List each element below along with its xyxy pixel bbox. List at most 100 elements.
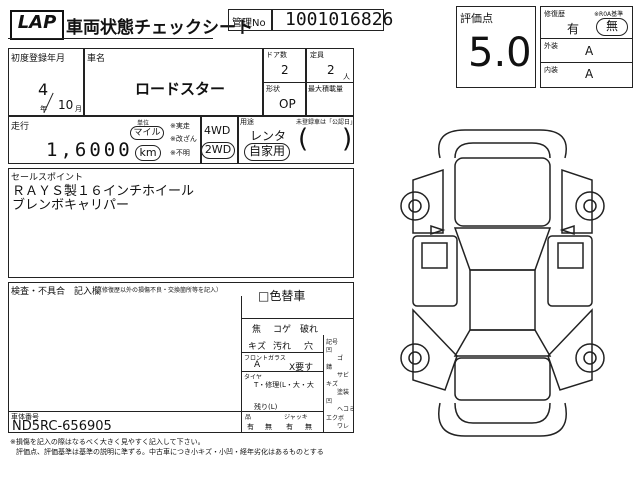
- inspect-sub-v: [241, 296, 243, 433]
- rear-right-wheel-hub: [583, 351, 597, 365]
- rear-glass: [453, 329, 552, 357]
- mark-a2: コゲ: [273, 325, 292, 335]
- legend-item: サビ: [337, 372, 350, 379]
- chassis-sub-0: 有: [247, 423, 254, 431]
- legend-item: 凹: [326, 398, 333, 405]
- seats-unit: 人: [343, 73, 350, 81]
- page-title: 車両状態チェックシート: [66, 18, 253, 38]
- kanri-box: [228, 9, 384, 31]
- odo-2: ※改ざん: [170, 135, 197, 143]
- left-mirror: [430, 224, 446, 236]
- inspect-note: （修復歴以外の損傷不良・交換箇所等を記入）: [96, 287, 223, 294]
- glass-a: A: [254, 360, 261, 370]
- rear-right-wheel: [575, 343, 605, 373]
- front-bumper: [438, 129, 567, 159]
- grade-box: [456, 6, 536, 88]
- glass-label: フロントガラス: [244, 355, 286, 362]
- row2-box: [8, 116, 354, 164]
- unreg-bracket-open: (: [298, 124, 309, 154]
- drive-4wd: 4WD: [204, 124, 231, 137]
- grade-value: 5.0: [468, 30, 532, 76]
- r1-value: 有: [567, 22, 580, 36]
- chassis-sub-3: 無: [305, 423, 312, 431]
- right-door: [547, 235, 593, 307]
- right-side-window: [557, 242, 584, 269]
- mark-b1: キズ: [248, 342, 267, 352]
- unit-header: 単位: [137, 120, 150, 127]
- kanri-label: 管理No: [232, 18, 266, 29]
- drive-2wd: 2WD: [201, 142, 235, 159]
- chassis-h: [8, 411, 241, 413]
- unit-mile: マイル: [130, 126, 164, 140]
- front-right-wheel-hub: [583, 199, 597, 213]
- kanri-value: 1001016826: [285, 9, 394, 30]
- inspect-sub-h2: [241, 352, 323, 353]
- rear-left-fender: [412, 308, 458, 391]
- legend-item: 塗装: [337, 389, 350, 396]
- left-side-window: [421, 242, 448, 269]
- row2-div-a: [200, 116, 202, 164]
- legend-item: ワレ: [337, 423, 350, 430]
- rear-right-fender: [547, 308, 593, 391]
- mark-b2: 汚れ: [273, 342, 292, 352]
- right-mirror: [559, 224, 575, 236]
- r1-small: ※R0A基準: [594, 11, 624, 18]
- legend-title: 記号: [326, 339, 339, 346]
- chassis-sub-2: 有: [286, 423, 293, 431]
- legend-item: キズ: [326, 381, 339, 388]
- use-label: 用途: [240, 118, 254, 126]
- tire-remain: 残り(L): [254, 403, 278, 411]
- rear-left-wheel-hub: [408, 351, 422, 365]
- row1-div-h: [262, 82, 354, 84]
- cabin: [469, 269, 536, 331]
- mark-b3: 穴: [304, 342, 314, 352]
- grade-label: 評価点: [460, 12, 493, 25]
- rear-bumper-inner: [454, 402, 551, 424]
- tire-note: T・修理(L・大・大: [254, 381, 314, 389]
- car-diagram: [400, 129, 605, 437]
- mileage-value: 1,6000: [46, 139, 133, 161]
- row1-div-a: [83, 48, 85, 116]
- load-label: 最大積載量: [308, 85, 343, 93]
- r3-value: A: [585, 67, 594, 81]
- glass-x: X要す: [289, 363, 314, 373]
- r1-label: 修復歴: [544, 10, 565, 18]
- reg-year: 4: [38, 80, 49, 99]
- right-panel-h2: [540, 62, 633, 64]
- sales-line1: ＲＡＹＳ製１６インチホイール: [12, 184, 195, 199]
- footer-note-2: 評価点、評価基準は基準の説明に準ずる。中古車につき小キズ・小凹・経年劣化はあるも…: [16, 448, 324, 456]
- unreg-bracket-close: ): [342, 124, 353, 154]
- odo-3: ※不明: [170, 149, 190, 157]
- unit-km: km: [135, 145, 161, 161]
- tire-label: タイヤ: [244, 374, 262, 381]
- r3-label: 内装: [544, 66, 558, 74]
- mileage-label: 走行: [11, 122, 30, 132]
- trunk: [454, 357, 551, 401]
- legend-v: [323, 335, 325, 433]
- legend-item: ゴ: [337, 355, 344, 362]
- left-door: [412, 235, 458, 307]
- reg-month: 10: [58, 98, 74, 112]
- reg-month-unit: 月: [75, 105, 82, 113]
- footer-note-1: ※損傷を記入の際はなるべく大きく見やすく記入して下さい。: [10, 438, 205, 446]
- r1-circled-value: 無: [596, 18, 628, 36]
- odo-1: ※実走: [170, 122, 190, 130]
- chassis-sub-h: [241, 411, 323, 413]
- front-right-wheel: [575, 191, 605, 221]
- chassis-sub-label: 品: [245, 414, 252, 421]
- shape-value: OP: [279, 97, 296, 111]
- bonnet: [454, 157, 551, 227]
- car-label: 車名: [87, 54, 106, 64]
- right-panel-h1: [540, 38, 633, 40]
- sales-box: [8, 168, 354, 278]
- chassis-label: 車体番号: [11, 413, 39, 421]
- r2-label: 外装: [544, 42, 558, 50]
- rear-bumper: [438, 402, 567, 437]
- inspect-sub-h: [241, 318, 354, 320]
- logo: LAP: [10, 10, 64, 40]
- mark-a3: 破れ: [300, 325, 319, 335]
- use-private: 自家用: [244, 143, 290, 161]
- front-left-wheel: [400, 191, 430, 221]
- right-panel: [540, 6, 633, 88]
- rear-left-wheel: [400, 343, 430, 373]
